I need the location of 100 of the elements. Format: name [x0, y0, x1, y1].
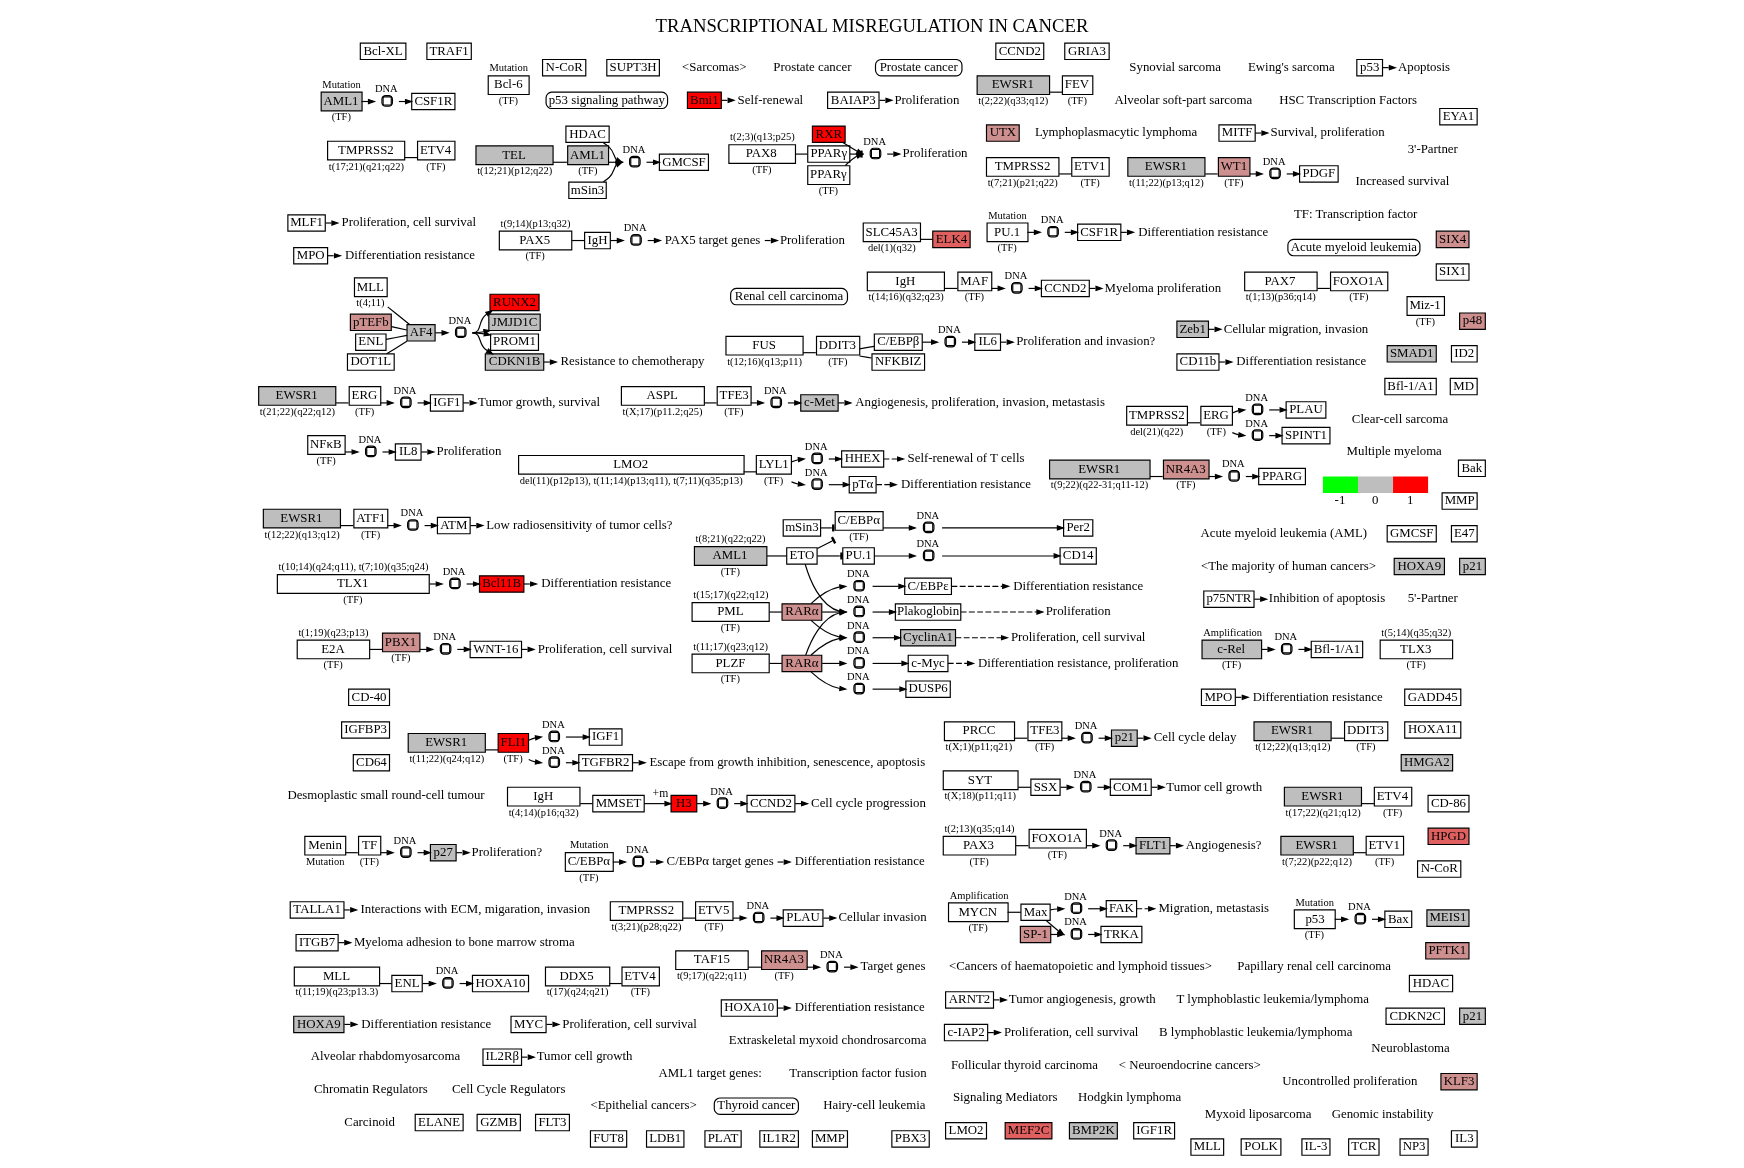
node-box: GADD45 [1404, 688, 1462, 707]
node-text: Differentiation resistance [794, 854, 925, 869]
arrow [1253, 596, 1269, 603]
node-label: t(10;14)(q24;q11), t(7;10)(q35;q24) [278, 561, 429, 573]
node-label: (TF) [1221, 659, 1242, 671]
node-label: t(7;21)(p21;q22) [987, 176, 1058, 188]
node-box: E2A [296, 639, 371, 660]
node-box: p48 [1459, 312, 1486, 330]
node-label: DNA [1348, 901, 1371, 913]
node-box: ELANE [414, 1113, 464, 1132]
label: Ewing's sarcoma [1247, 59, 1335, 74]
arrow [872, 583, 907, 590]
node-box: TFE3 [716, 386, 752, 406]
arrow [1254, 130, 1270, 136]
node-label: (TF) [503, 752, 523, 764]
node-text: Survival, proliferation [1270, 125, 1385, 140]
node-box: MYCN [947, 902, 1009, 923]
node-label: DNA [938, 324, 961, 336]
label: Increased survival [1355, 174, 1450, 189]
node-label: DNA [1245, 391, 1268, 403]
node-label: t(9;14)(p13;q32) [500, 217, 571, 229]
node-box: TALLA1 [289, 901, 345, 919]
label: Cell Cycle Regulators [451, 1082, 566, 1097]
node-box: MAF [957, 271, 993, 292]
label: 3'-Partner [1407, 141, 1458, 156]
node-text: Proliferation? [471, 844, 543, 859]
node-label: (TF) [968, 922, 988, 934]
node-box: CSF1R [1077, 223, 1122, 242]
node-box: CDKN1B [484, 353, 545, 371]
node-label: DNA [1099, 827, 1122, 839]
node-box: IgH [584, 231, 611, 250]
node-label: (TF) [849, 530, 869, 542]
node-box: PPARγ [807, 165, 851, 186]
label: Prostate cancer [773, 59, 852, 74]
node-label: t(12;21)(p12;q22) [477, 165, 553, 177]
node-label: (TF) [720, 621, 740, 633]
node-label: DNA [374, 83, 398, 95]
node-box: ATF1 [353, 508, 389, 529]
node-label: t(9;22)(q22-31;q11-12) [1050, 479, 1149, 491]
node-label: (TF) [1415, 315, 1436, 327]
node-box: SYT [942, 770, 1019, 791]
node-text: Myeloma proliferation [1104, 280, 1222, 295]
label: Multiple myeloma [1346, 444, 1442, 459]
connector [816, 552, 844, 560]
node-label: (TF) [1383, 806, 1403, 818]
node-label: DNA [541, 744, 565, 756]
node-text: Self-renewal [737, 92, 804, 107]
label: <Sarcomas> [682, 59, 747, 74]
label: Desmoplastic small round-cell tumour [287, 787, 485, 802]
node-label: t(15;17)(q22;q12) [693, 589, 769, 601]
node-box: ELK4 [932, 230, 971, 249]
node-box: IgH [506, 786, 581, 807]
node-box: CD-40 [348, 688, 391, 707]
node-box: RARα [781, 603, 823, 621]
node-label: DNA [448, 314, 472, 326]
node-label: DNA [1274, 631, 1298, 643]
connector [335, 402, 349, 404]
arrow [565, 734, 591, 740]
node-box: CD11b [1176, 353, 1220, 371]
node-box: IL8 [394, 443, 422, 461]
node-box: ASPL [620, 386, 705, 406]
node-box: ARNT2 [945, 991, 995, 1009]
node-box: Plakoglobin [894, 603, 962, 621]
label: B lymphoblastic leukemia/lymphoma [1159, 1024, 1353, 1039]
arrow [777, 1005, 792, 1011]
node-box: pTα [848, 475, 877, 494]
node-box: FOXO1A [1028, 828, 1087, 849]
node-label: (TF) [774, 970, 794, 982]
node-label: (TF) [343, 593, 363, 605]
arrow [810, 671, 848, 692]
node-label: (TF) [498, 95, 518, 107]
connector [858, 345, 875, 350]
legend-label: 0 [1372, 493, 1379, 508]
node-label: (TF) [525, 250, 545, 262]
arrow [649, 859, 665, 865]
node-label: DNA [623, 222, 647, 234]
node-box: PRCC [943, 721, 1016, 742]
node-text: Differentiation resistance [901, 476, 1032, 491]
label: Alveolar soft-part sarcoma [1114, 92, 1253, 107]
node-label: Amplification [949, 889, 1009, 901]
node-label: t(2;13)(q35;q14) [944, 822, 1015, 834]
label: TF: Transcription factor [1293, 207, 1418, 222]
node-box: PLAT [704, 1130, 742, 1148]
connector [1204, 173, 1219, 175]
node-box: PLAU [782, 909, 824, 927]
node-box: Prostate cancer [874, 58, 963, 77]
label: Genomic instability [1331, 1106, 1434, 1121]
arrow [528, 758, 544, 765]
arrow [941, 553, 1062, 559]
node-label: (TF) [360, 528, 381, 540]
edge-label: +m [652, 787, 669, 801]
node-box: Per2 [1063, 519, 1094, 537]
connector [768, 662, 783, 665]
node-text: Migration, metastasis [1158, 901, 1270, 916]
node-text: Differentiation resistance [344, 248, 475, 262]
connector [768, 611, 783, 613]
legend-label: 1 [1407, 493, 1414, 508]
node-box: ENL [391, 974, 423, 993]
node-box: PAX3 [942, 835, 1017, 856]
arrow [1208, 326, 1223, 333]
